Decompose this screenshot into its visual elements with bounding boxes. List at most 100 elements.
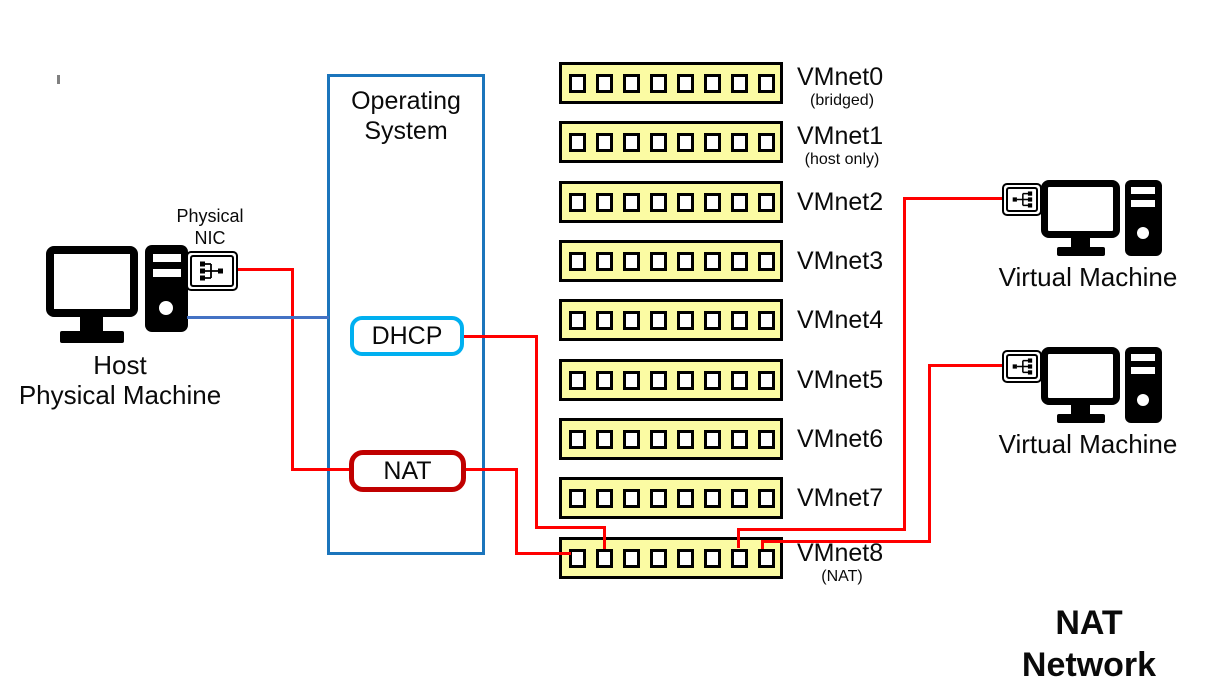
switch-port: [569, 488, 586, 508]
tower-slot: [153, 269, 181, 277]
nat-box: NAT: [349, 450, 466, 492]
switch-port: [704, 370, 721, 390]
switch-port: [704, 251, 721, 271]
switch-port: [623, 192, 640, 212]
virtual-machine-label: Virtual Machine: [998, 262, 1178, 292]
switch-port: [569, 73, 586, 93]
tower-slot: [1131, 187, 1155, 194]
vm-nic-icon: [1002, 350, 1042, 383]
switch-port: [650, 429, 667, 449]
switch-port: [623, 310, 640, 330]
vmnet7-label: VMnet7: [797, 483, 897, 513]
switch-port: [758, 429, 775, 449]
vmnet8-to-vm2-line: [928, 364, 1004, 367]
virtual-machine-2: Virtual Machine: [999, 347, 1200, 477]
stray-mark: [57, 75, 60, 84]
switch-port: [677, 192, 694, 212]
vmnet6-switch: [559, 418, 783, 460]
switch-port: [650, 310, 667, 330]
switch-port: [731, 251, 748, 271]
switch-port: [677, 488, 694, 508]
switch-port: [731, 192, 748, 212]
nat-network-title-line2: Network: [1021, 646, 1157, 684]
vm-tower-icon: [1125, 180, 1162, 256]
host-label-line2: Physical Machine: [18, 380, 222, 410]
switch-port: [596, 548, 613, 568]
switch-port: [758, 488, 775, 508]
vm-monitor-icon: [1041, 180, 1120, 238]
host-label-line1: Host: [93, 350, 147, 380]
vmnet-name: VMnet4: [797, 306, 884, 334]
vmnet7-switch: [559, 477, 783, 519]
network-tree-glyph: [1012, 191, 1033, 208]
vm-monitor-base: [1057, 247, 1105, 256]
nat-network-title-line1: NAT: [1055, 604, 1123, 642]
virtual-machine-label: Virtual Machine: [998, 429, 1178, 459]
switch-port: [596, 132, 613, 152]
vmnet6-label: VMnet6: [797, 424, 897, 454]
switch-port: [569, 192, 586, 212]
vmnet1-switch: [559, 121, 783, 163]
switch-port: [677, 370, 694, 390]
switch-port: [650, 132, 667, 152]
switch-port: [677, 429, 694, 449]
network-tree-glyph: [200, 261, 223, 281]
vmnet-name: VMnet5: [797, 366, 884, 394]
vmnet8-to-vm2-line: [928, 364, 931, 543]
host-to-os-line: [187, 316, 329, 319]
tower-power-light: [159, 301, 173, 315]
switch-port: [596, 251, 613, 271]
vmnet3-switch: [559, 240, 783, 282]
switch-port: [569, 132, 586, 152]
switch-port: [731, 370, 748, 390]
vmnet-name: VMnet7: [797, 484, 884, 512]
vm-monitor-stand: [1071, 403, 1090, 415]
dhcp-box: DHCP: [350, 316, 464, 356]
switch-port: [569, 429, 586, 449]
switch-port: [758, 192, 775, 212]
switch-port: [677, 310, 694, 330]
switch-port: [623, 488, 640, 508]
switch-port: [731, 548, 748, 568]
vmnet1-label: VMnet1 (host only): [797, 121, 897, 168]
switch-port: [704, 192, 721, 212]
tower-slot: [153, 254, 181, 262]
vmnet3-label: VMnet3: [797, 246, 897, 276]
dhcp-label: DHCP: [371, 321, 443, 350]
physical-nic-label: Physical NIC: [160, 205, 260, 249]
vmnet8-to-vm2-line: [761, 540, 931, 543]
os-label-line1: Operating: [351, 87, 461, 115]
vmnet4-label: VMnet4: [797, 305, 897, 335]
switch-port: [569, 548, 586, 568]
os-label-line2: System: [364, 117, 448, 145]
vmnet5-switch: [559, 359, 783, 401]
switch-port: [596, 370, 613, 390]
switch-port: [704, 73, 721, 93]
switch-port: [677, 132, 694, 152]
tower-power-light: [1137, 394, 1149, 406]
physical-nic-label-line2: NIC: [194, 228, 226, 248]
vm-tower-icon: [1125, 347, 1162, 423]
tower-power-light: [1137, 227, 1149, 239]
dhcp-to-vmnet8-line: [464, 335, 538, 338]
vmnet8-to-vm1-line: [737, 529, 740, 548]
tower-slot: [1131, 367, 1155, 374]
network-tree-glyph: [1012, 358, 1033, 375]
tower-slot: [1131, 354, 1155, 361]
switch-port: [623, 73, 640, 93]
dhcp-to-vmnet8-line: [603, 526, 606, 549]
vmnet8-label: VMnet8 (NAT): [797, 538, 897, 585]
switch-port: [623, 370, 640, 390]
switch-port: [704, 488, 721, 508]
nic-port-icon: [1006, 354, 1038, 379]
switch-port: [758, 548, 775, 568]
vmnet-name: VMnet3: [797, 247, 884, 275]
nat-to-vmnet8-line: [464, 468, 518, 471]
dhcp-to-vmnet8-line: [535, 335, 538, 529]
switch-port: [650, 192, 667, 212]
vmnet8-to-vm2-line: [761, 541, 764, 549]
switch-port: [758, 132, 775, 152]
nic-to-nat-line: [237, 268, 294, 271]
switch-port: [704, 548, 721, 568]
switch-port: [569, 310, 586, 330]
